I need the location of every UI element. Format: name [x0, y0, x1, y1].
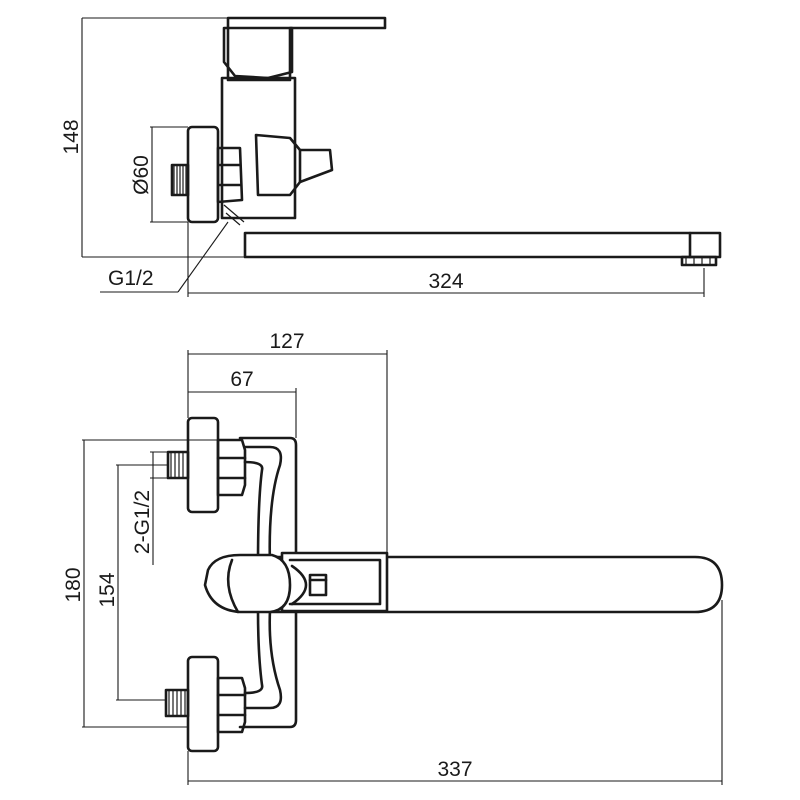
dimension-127-label: 127 [269, 330, 304, 353]
dimension-67: 67 [188, 368, 297, 438]
dimension-154-label: 154 [96, 572, 119, 607]
dimension-148-label: 148 [60, 119, 83, 154]
thread-label: G1/2 [108, 267, 154, 290]
dimension-337: 337 [187, 600, 723, 785]
front-view: 127 67 180 154 2-G1/2 [62, 330, 724, 785]
dimension-2g12-label: 2-G1/2 [131, 490, 154, 554]
thread-leader: G1/2 [100, 221, 229, 293]
dimension-2g12: 2-G1/2 [131, 451, 168, 565]
aerator [680, 255, 718, 267]
dimension-180: 180 [62, 439, 218, 728]
eccentric-nut [216, 146, 244, 204]
dimension-324-label: 324 [428, 270, 463, 293]
upper-flange [186, 416, 220, 514]
side-view: 148 Ø60 G1/2 324 [60, 16, 722, 297]
dimension-d60-label: Ø60 [130, 155, 153, 195]
handle-cap [203, 553, 292, 614]
lower-arm [243, 608, 283, 710]
dimension-67-label: 67 [230, 368, 253, 391]
wall-flange [186, 125, 220, 224]
dimension-154: 154 [96, 464, 168, 701]
spout [243, 231, 722, 259]
diverter-knob [254, 133, 334, 197]
dimension-d60: Ø60 [130, 126, 188, 223]
upper-arm [243, 445, 283, 567]
dimension-324: 324 [187, 222, 705, 297]
cartridge-cover [222, 26, 294, 80]
dimension-127: 127 [187, 330, 388, 553]
lower-flange [186, 655, 220, 753]
dimension-180-label: 180 [62, 567, 85, 602]
dimension-337-label: 337 [437, 758, 472, 781]
dimension-148: 148 [60, 17, 245, 258]
lever-bracket [280, 551, 389, 613]
